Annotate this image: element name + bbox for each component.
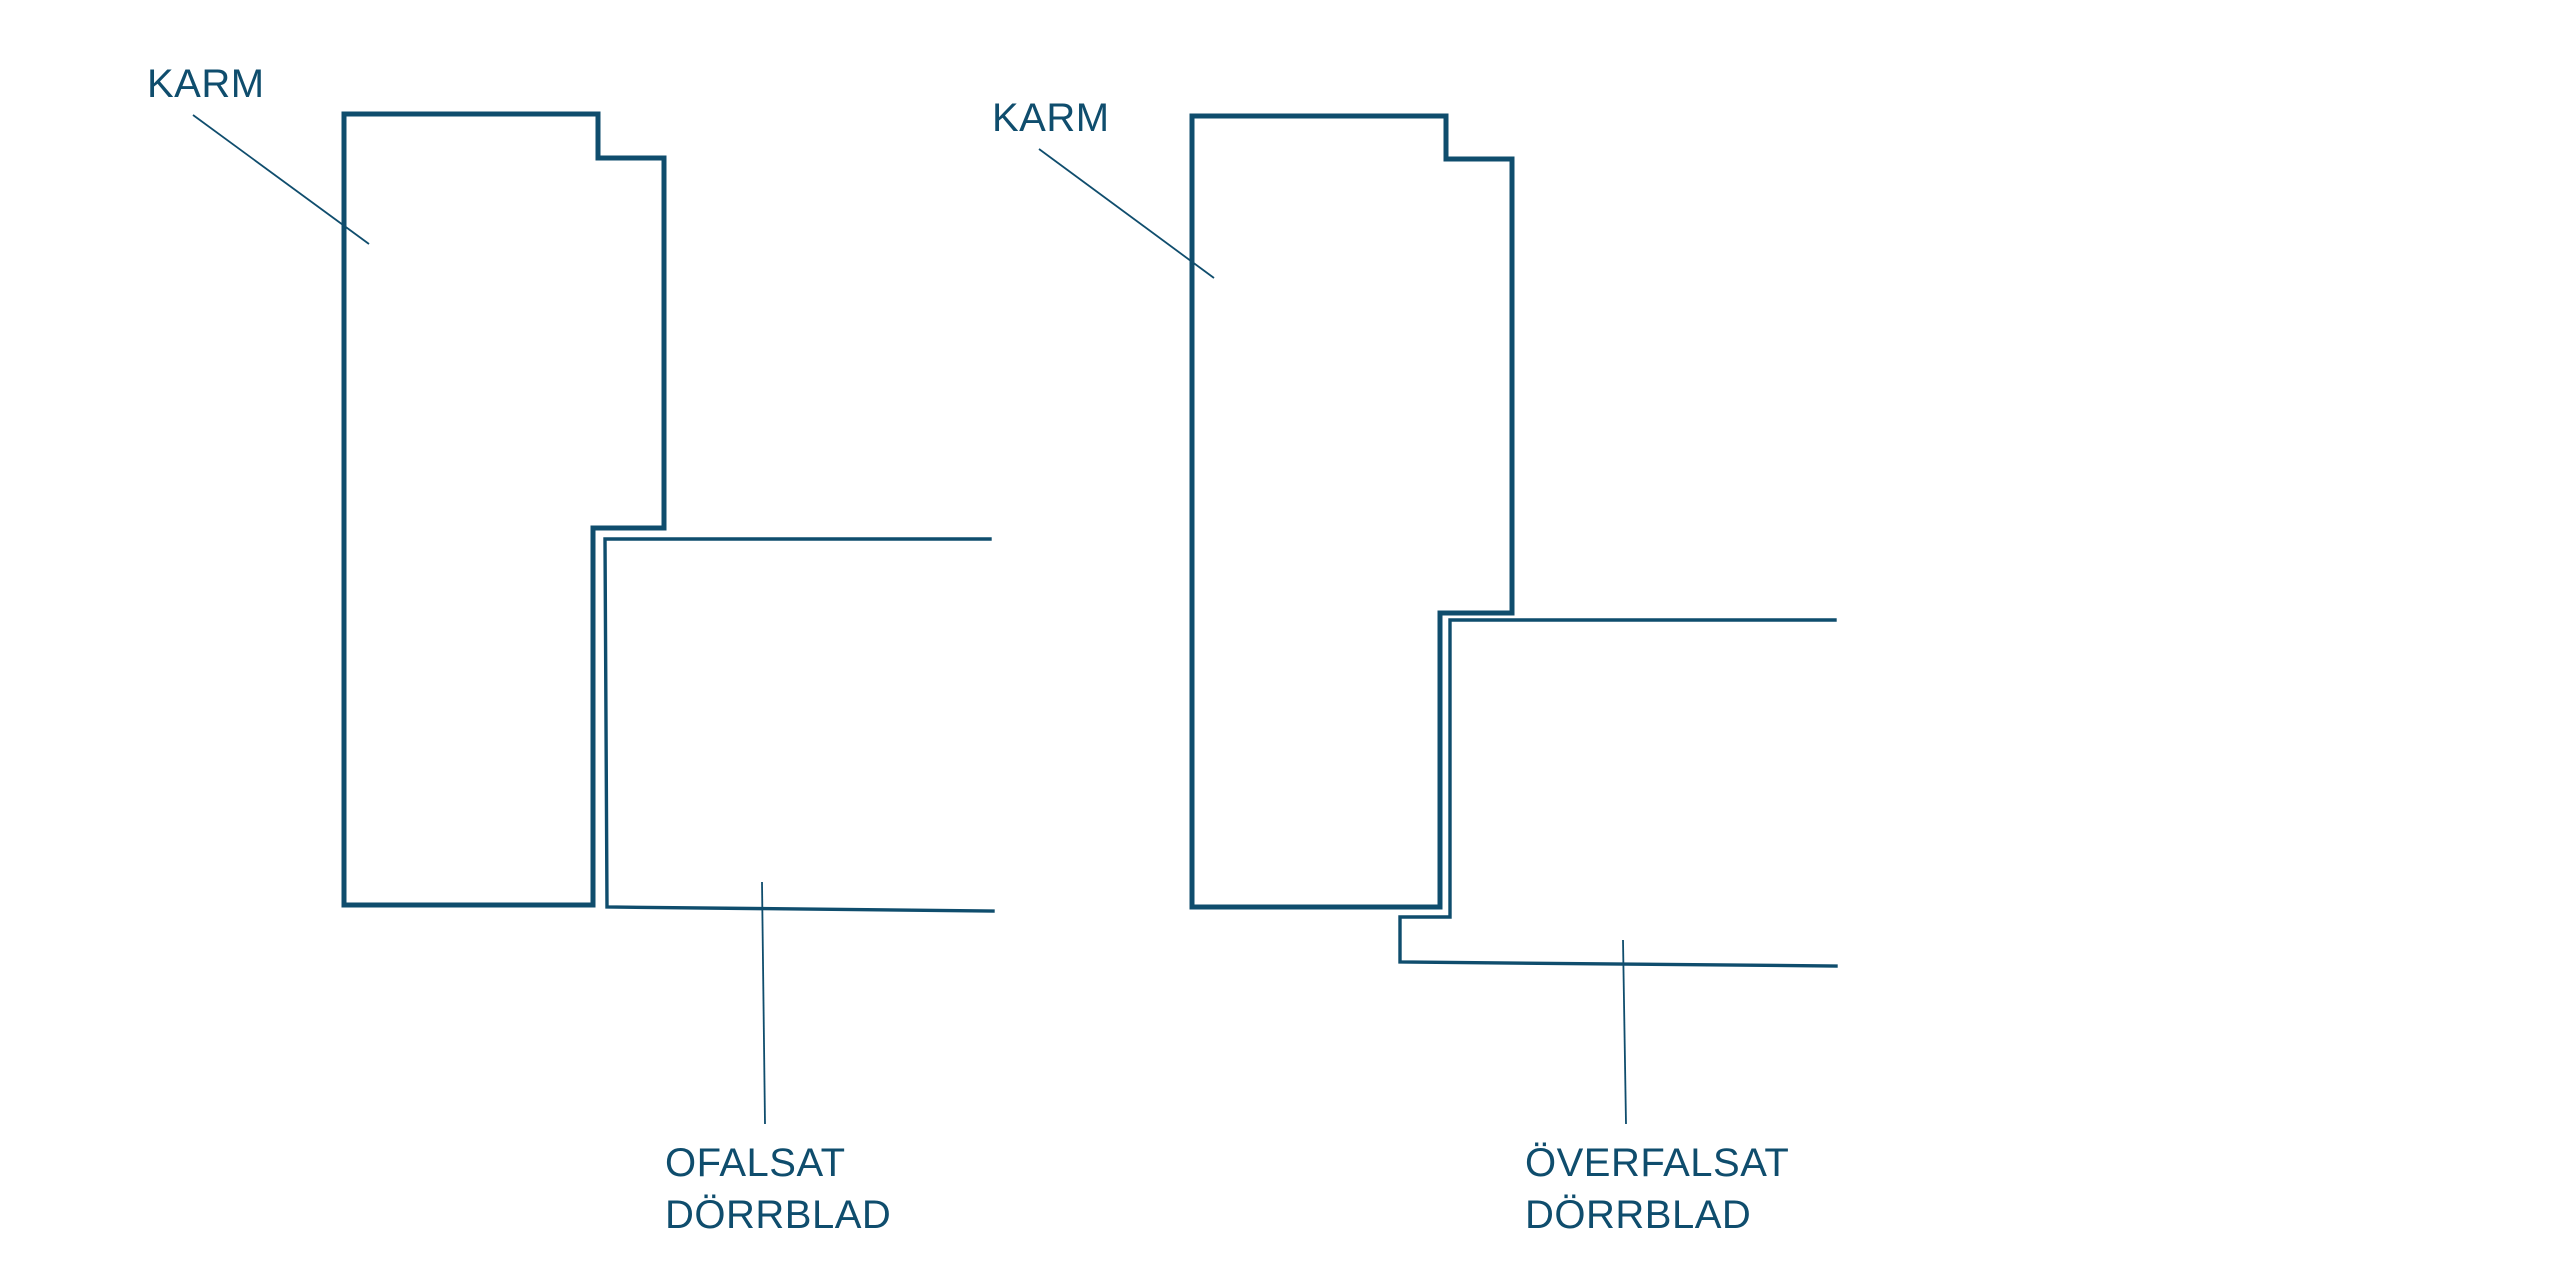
right-door-label-line1: ÖVERFALSAT: [1525, 1141, 1789, 1185]
right-door-leader: [1622, 939, 1627, 1125]
left-door-leaf-outline: [603, 537, 995, 913]
right-door-leaf-outline: [1398, 618, 1838, 968]
left-door-leader: [761, 881, 766, 1125]
left-frame-label: KARM: [147, 62, 265, 106]
left-frame-outline: [341, 111, 667, 908]
left-door-label-line1: OFALSAT: [665, 1141, 846, 1185]
left-frame-leader: [192, 114, 370, 245]
right-diagram: KARM ÖVERFALSAT DÖRRBLAD: [992, 96, 1838, 1237]
right-frame-leader: [1038, 148, 1215, 279]
left-diagram: KARM OFALSAT DÖRRBLAD: [147, 62, 995, 1237]
left-door-label-line2: DÖRRBLAD: [665, 1193, 891, 1237]
right-frame-label: KARM: [992, 96, 1110, 140]
right-frame-outline: [1189, 113, 1515, 910]
right-door-label-line2: DÖRRBLAD: [1525, 1193, 1751, 1237]
